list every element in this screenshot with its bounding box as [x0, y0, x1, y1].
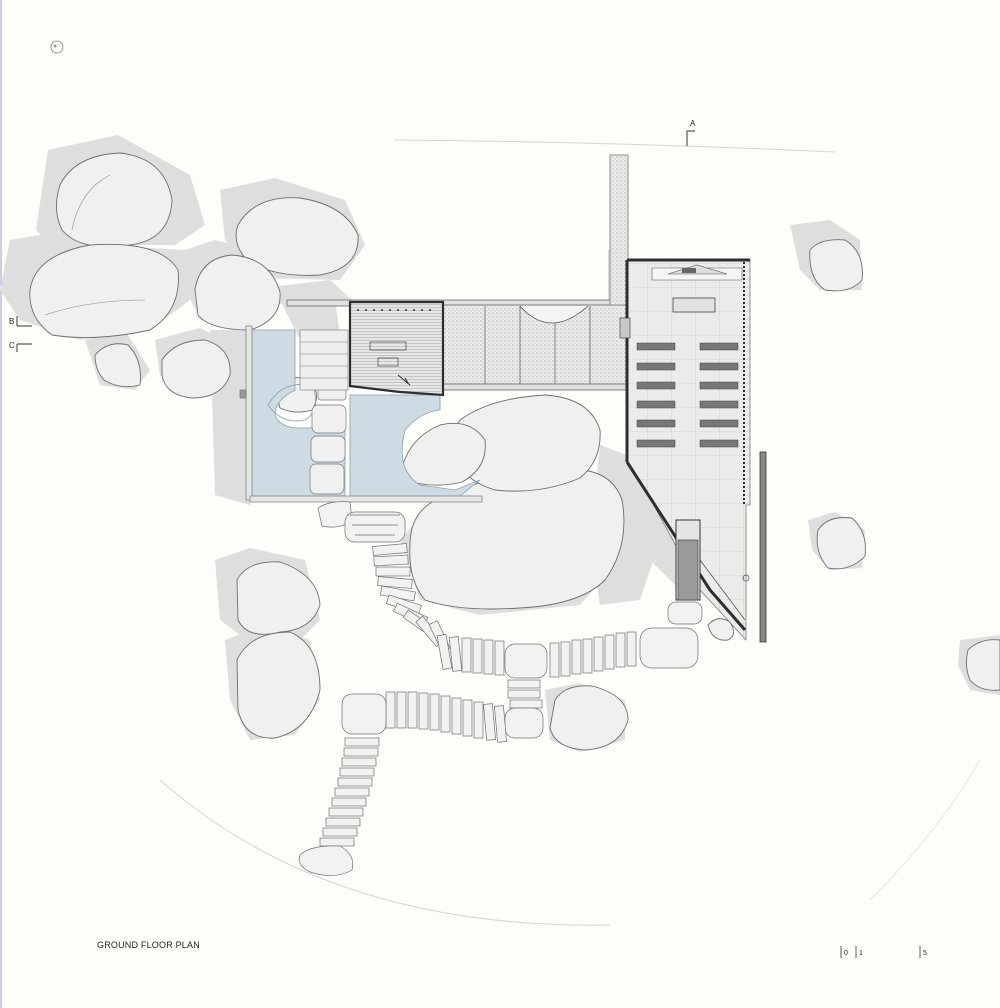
drawing-title: GROUND FLOOR PLAN [97, 940, 200, 950]
boulder [965, 639, 1000, 691]
boulder [816, 517, 866, 570]
boulders [29, 152, 1000, 751]
section-label-b: B [9, 317, 15, 326]
site-boundary-arc [394, 139, 836, 153]
boulder [94, 343, 141, 388]
stone-step-path [298, 501, 703, 876]
altar-table [672, 297, 716, 313]
north-circle-icon [50, 40, 64, 54]
scale-tick-label: 5 [923, 950, 927, 957]
chapel-hall [619, 258, 767, 643]
section-marker-b [16, 316, 32, 327]
section-marker-a [686, 130, 695, 146]
boulder [236, 561, 321, 635]
pews [636, 342, 739, 448]
boulder [29, 243, 179, 339]
entrance-path [609, 154, 629, 306]
pavilion-room [348, 300, 445, 397]
section-label-c: C [9, 341, 15, 350]
steps-west [299, 329, 349, 391]
boulder [236, 631, 321, 739]
pool-edge [239, 325, 483, 503]
section-label-a: A [690, 119, 696, 128]
boulder [707, 618, 734, 641]
scale-tick-label: 0 [844, 950, 848, 957]
boulder [549, 685, 629, 751]
walkway-north [286, 299, 629, 391]
boulder [56, 152, 173, 248]
boulder [194, 254, 281, 331]
boulder [399, 422, 486, 486]
boulder [809, 239, 863, 292]
section-marker-c [16, 343, 32, 352]
site-boundary-arc [869, 759, 981, 901]
scale-bar [840, 946, 921, 958]
boulder [161, 339, 231, 399]
scale-tick-label: 1 [859, 950, 863, 957]
site-boundary-arc [159, 779, 611, 926]
